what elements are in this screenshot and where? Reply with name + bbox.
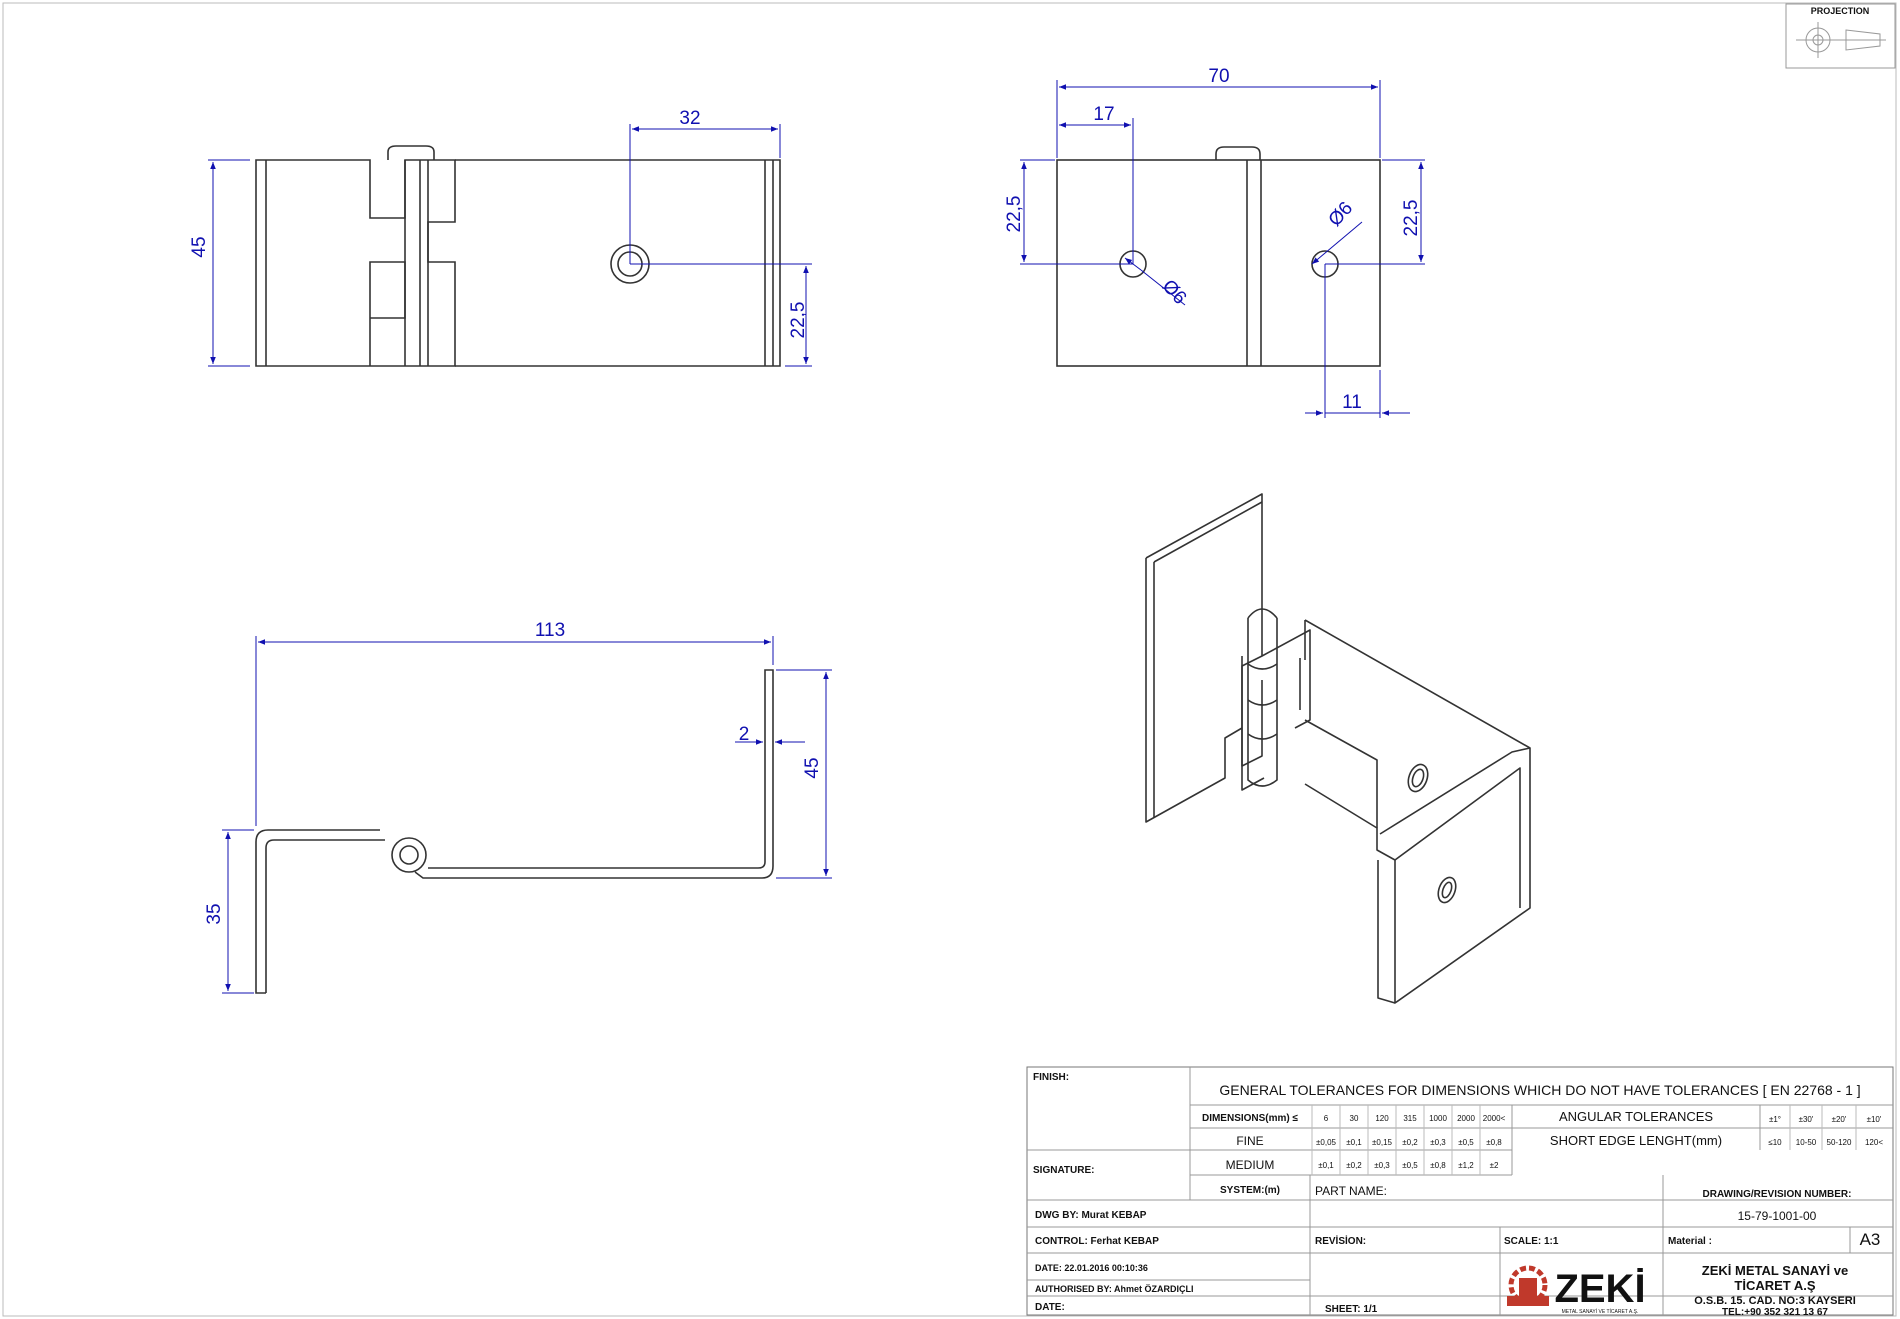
medium-value: ±0,3 — [1374, 1161, 1390, 1170]
scale-label: SCALE: 1:1 — [1504, 1236, 1559, 1247]
company-line3: O.S.B. 15. CAD. NO:3 KAYSERI — [1694, 1295, 1856, 1307]
medium-value: ±0,1 — [1318, 1161, 1334, 1170]
fine-label: FINE — [1236, 1134, 1263, 1148]
dim-top-hole-offset: 17 — [1093, 104, 1114, 125]
hole-iso-2 — [1437, 876, 1457, 904]
front-view-dims — [208, 124, 812, 367]
projection-label: PROJECTION — [1811, 6, 1870, 16]
fine-value: ±0,05 — [1316, 1138, 1337, 1147]
signature-label: SIGNATURE: — [1033, 1165, 1094, 1176]
system-label: SYSTEM:(m) — [1220, 1185, 1280, 1196]
dim-side-right-height: 45 — [802, 757, 823, 778]
dimensions-label: DIMENSIONS(mm) ≤ — [1202, 1113, 1299, 1124]
short-edge-label: SHORT EDGE LENGHT(mm) — [1550, 1133, 1722, 1148]
dim-side-thickness: 2 — [739, 724, 750, 745]
dwg-by: DWG BY: Murat KEBAP — [1035, 1210, 1147, 1221]
angular-value: ±20' — [1832, 1115, 1847, 1124]
side-view — [255, 669, 774, 994]
medium-value: ±0,5 — [1402, 1161, 1418, 1170]
fine-value: ±0,15 — [1372, 1138, 1393, 1147]
title-block: FINISH: SIGNATURE: GENERAL TOLERANCES FO… — [1026, 1066, 1894, 1318]
company-line1: ZEKİ METAL SANAYİ ve — [1702, 1263, 1848, 1278]
tolerance-title: GENERAL TOLERANCES FOR DIMENSIONS WHICH … — [1219, 1082, 1860, 1098]
dim-top-width: 70 — [1208, 66, 1229, 87]
logo-text: ZEKİ — [1554, 1267, 1645, 1311]
dim-value: 315 — [1403, 1114, 1417, 1123]
dim-top-bottom: 11 — [1342, 392, 1362, 413]
dim-value: 2000 — [1457, 1114, 1475, 1123]
dim-value: 120 — [1375, 1114, 1389, 1123]
drawing-number-label: DRAWING/REVISION NUMBER: — [1703, 1189, 1852, 1200]
dim-diameter-right: Ø6 — [1325, 198, 1358, 231]
dim-front-hole-offset: 32 — [679, 108, 700, 129]
angular-label: ANGULAR TOLERANCES — [1559, 1109, 1713, 1124]
hole-iso-1 — [1407, 763, 1429, 793]
drawing-number: 15-79-1001-00 — [1738, 1209, 1817, 1223]
sheet-label: SHEET: 1/1 — [1325, 1304, 1378, 1315]
edge-value: 10-50 — [1796, 1138, 1817, 1147]
paper-size: A3 — [1860, 1230, 1881, 1249]
top-view-dims — [1020, 80, 1425, 418]
edge-value: 120< — [1865, 1138, 1883, 1147]
angular-value: ±30' — [1799, 1115, 1814, 1124]
dim-value: 2000< — [1483, 1114, 1506, 1123]
material-label: Material : — [1668, 1236, 1712, 1247]
top-view — [1056, 146, 1381, 367]
angular-value: ±10' — [1867, 1115, 1882, 1124]
front-view — [255, 145, 781, 367]
dim-value: 6 — [1324, 1114, 1329, 1123]
fine-value: ±0,3 — [1430, 1138, 1446, 1147]
dim-front-height: 45 — [189, 236, 210, 257]
dim-value: 1000 — [1429, 1114, 1447, 1123]
control-by: CONTROL: Ferhat KEBAP — [1035, 1236, 1159, 1247]
dim-side-left-height: 35 — [204, 903, 225, 924]
side-view-dims — [222, 636, 832, 994]
finish-label: FINISH: — [1033, 1072, 1069, 1083]
dim-side-length: 113 — [535, 620, 565, 641]
dim-top-left-height: 22,5 — [1004, 196, 1025, 233]
date-created: DATE: 22.01.2016 00:10:36 — [1035, 1263, 1148, 1273]
company-logo: ZEKİ METAL SANAYİ VE TİCARET A.Ş. — [1507, 1265, 1646, 1315]
medium-value: ±0,2 — [1346, 1161, 1362, 1170]
medium-label: MEDIUM — [1226, 1158, 1275, 1172]
edge-value: 50-120 — [1827, 1138, 1852, 1147]
date-label: DATE: — [1035, 1302, 1065, 1313]
fine-value: ±0,1 — [1346, 1138, 1362, 1147]
fine-value: ±0,5 — [1458, 1138, 1474, 1147]
authorised-by: AUTHORISED BY: Ahmet ÖZARDIÇLI — [1035, 1284, 1194, 1294]
edge-value: ≤10 — [1768, 1138, 1782, 1147]
angular-value: ±1° — [1769, 1115, 1781, 1124]
part-name-label: PART NAME: — [1315, 1184, 1387, 1198]
revision-label: REVİSİON: — [1315, 1234, 1366, 1247]
medium-value: ±1,2 — [1458, 1161, 1474, 1170]
projection-symbol: PROJECTION — [1785, 3, 1896, 69]
isometric-view — [1145, 493, 1531, 1004]
dim-value: 30 — [1350, 1114, 1359, 1123]
dim-front-hole-center: 22,5 — [788, 302, 809, 339]
dim-diameter-left: Ø6 — [1158, 276, 1191, 309]
company-line2: TİCARET A.Ş — [1734, 1278, 1815, 1293]
fine-value: ±0,8 — [1486, 1138, 1502, 1147]
company-line4: TEL:+90 352 321 13 67 — [1722, 1307, 1828, 1318]
logo-subtext: METAL SANAYİ VE TİCARET A.Ş. — [1562, 1308, 1639, 1315]
medium-value: ±2 — [1490, 1161, 1499, 1170]
fine-value: ±0,2 — [1402, 1138, 1418, 1147]
dim-top-right-height: 22,5 — [1401, 200, 1422, 237]
medium-value: ±0,8 — [1430, 1161, 1446, 1170]
